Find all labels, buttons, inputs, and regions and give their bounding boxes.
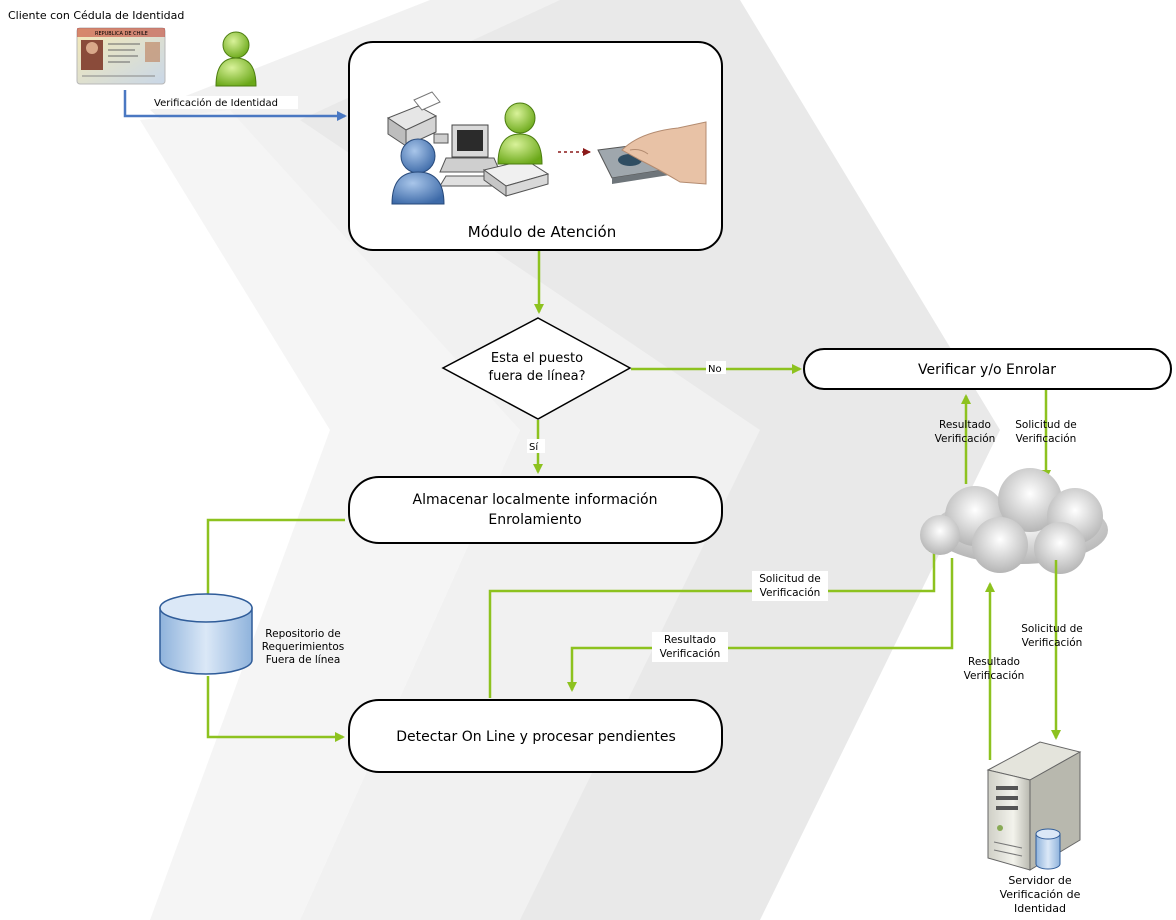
- id-card-icon: [76, 27, 166, 85]
- store-local-line2: Enrolamiento: [488, 512, 581, 528]
- network-cloud-icon: [920, 468, 1108, 574]
- decision-diamond: [441, 317, 632, 420]
- fingerprint-reader-icon: [597, 121, 707, 185]
- request-mid-line1: Solicitud de: [759, 573, 821, 585]
- server-line3: Identidad: [1014, 902, 1066, 915]
- decision-no-label: No: [708, 364, 722, 375]
- detect-online-box: [348, 699, 723, 773]
- attention-module-label: Módulo de Atención: [468, 223, 617, 241]
- database-icon: [1035, 828, 1061, 870]
- arrow-cloud-result-to-detect: [567, 558, 954, 692]
- arrow-repository-to-detect: [206, 676, 345, 742]
- request-top-line1: Solicitud de: [1015, 419, 1077, 431]
- operator-person-icon: [497, 102, 543, 165]
- result-mid-line2: Verificación: [660, 648, 721, 660]
- server-line1: Servidor de: [1008, 874, 1072, 887]
- result-server-line1: Resultado: [968, 656, 1020, 668]
- client-title: Cliente con Cédula de Identidad: [8, 9, 184, 22]
- result-top-line2: Verificación: [935, 433, 996, 445]
- server-tower-icon: [986, 741, 1082, 871]
- result-mid-line1: Resultado: [664, 634, 716, 646]
- repository-line2: Requerimientos: [262, 641, 345, 653]
- store-local-box: [348, 476, 723, 544]
- card-country-text: REPUBLICA DE CHILE: [95, 31, 148, 37]
- decision-text-line1: Esta el puesto: [491, 351, 583, 366]
- repository-line3: Fuera de línea: [266, 654, 341, 666]
- repository-line1: Repositorio de: [265, 628, 340, 640]
- detect-online-label: Detectar On Line y procesar pendientes: [396, 729, 676, 745]
- request-server-line2: Verificación: [1022, 637, 1083, 649]
- client-person-icon: [215, 31, 257, 87]
- id-verification-label: Verificación de Identidad: [154, 97, 278, 109]
- verify-enroll-box: [803, 348, 1172, 390]
- store-local-line1: Almacenar localmente información: [413, 492, 658, 508]
- repository-cylinder-icon: [159, 593, 253, 675]
- server-line2: Verificación de: [1000, 888, 1081, 901]
- arrow-detect-request-to-cloud: [488, 542, 939, 698]
- request-mid-line2: Verificación: [760, 587, 821, 599]
- request-top-line2: Verificación: [1016, 433, 1077, 445]
- customer-person-icon: [391, 138, 445, 205]
- id-verification-arrow: [123, 90, 347, 121]
- verify-enroll-label: Verificar y/o Enrolar: [918, 362, 1056, 378]
- decision-yes-label: Sí: [529, 441, 539, 453]
- decision-text-line2: fuera de línea?: [489, 369, 586, 384]
- request-server-line1: Solicitud de: [1021, 623, 1083, 635]
- result-top-line1: Resultado: [939, 419, 991, 431]
- result-server-line2: Verificación: [964, 670, 1025, 682]
- workstation-illustration: [386, 91, 550, 197]
